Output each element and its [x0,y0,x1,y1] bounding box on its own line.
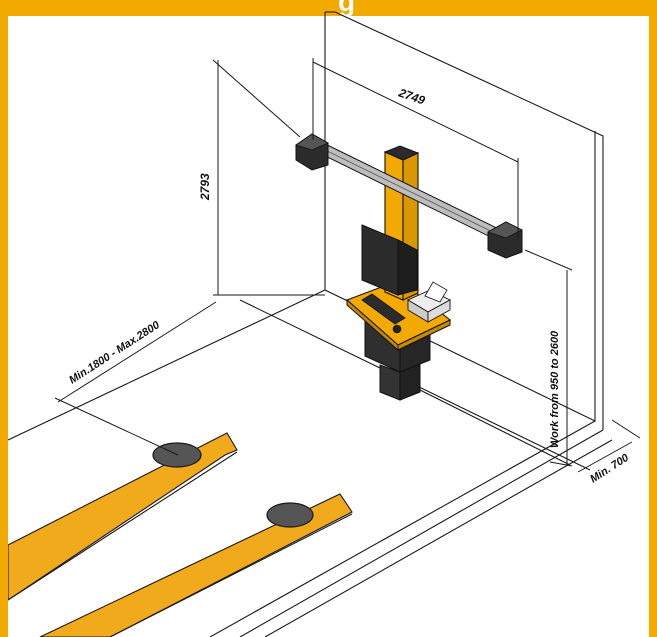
height-dimension: 2793 [198,173,212,201]
mouse-icon [392,324,402,334]
dimension-lines [54,58,641,473]
turntable-right [266,502,314,528]
keyboard [361,293,406,325]
distance-range-dimension: Min.1800 - Max.2800 [67,319,162,387]
floor-lines [8,289,613,637]
min-wall-dimension: Min. 700 [588,451,632,485]
work-range-dimension: Work from 950 to 2600 [549,330,561,448]
ramp-right [39,493,353,637]
camera-head-right [487,221,523,259]
page-title: g [338,0,356,16]
title-band: g [8,0,649,16]
aligner-machine [295,133,523,401]
installation-diagram: 2749 2793 Min.1800 - Max.2800 Work from … [8,11,641,637]
camera-head-left [295,133,329,171]
